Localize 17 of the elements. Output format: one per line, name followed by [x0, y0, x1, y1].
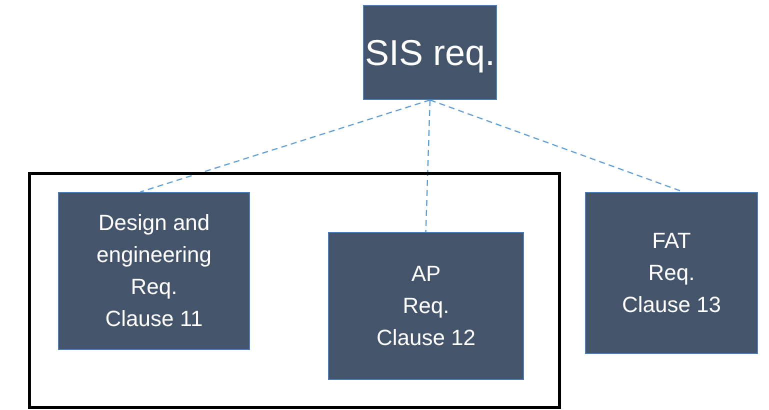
group-frame — [28, 172, 561, 409]
box-label: FAT — [652, 227, 691, 255]
dashed-connector — [425, 100, 431, 232]
box-label: Req. — [130, 273, 178, 301]
dashed-connector — [140, 99, 430, 193]
box-label: Req. — [648, 259, 695, 287]
process-box — [363, 5, 497, 100]
box-label: SIS req. — [364, 31, 496, 75]
box-label: Req. — [402, 292, 450, 320]
box-label: Design and engineering — [96, 209, 212, 269]
process-box — [328, 232, 524, 380]
process-box — [585, 192, 758, 354]
box-label: AP — [411, 260, 441, 288]
box-label: Clause 11 — [105, 305, 203, 333]
process-box — [58, 192, 250, 350]
box-label: Clause 12 — [376, 324, 476, 352]
box-label: Clause 13 — [622, 291, 722, 319]
